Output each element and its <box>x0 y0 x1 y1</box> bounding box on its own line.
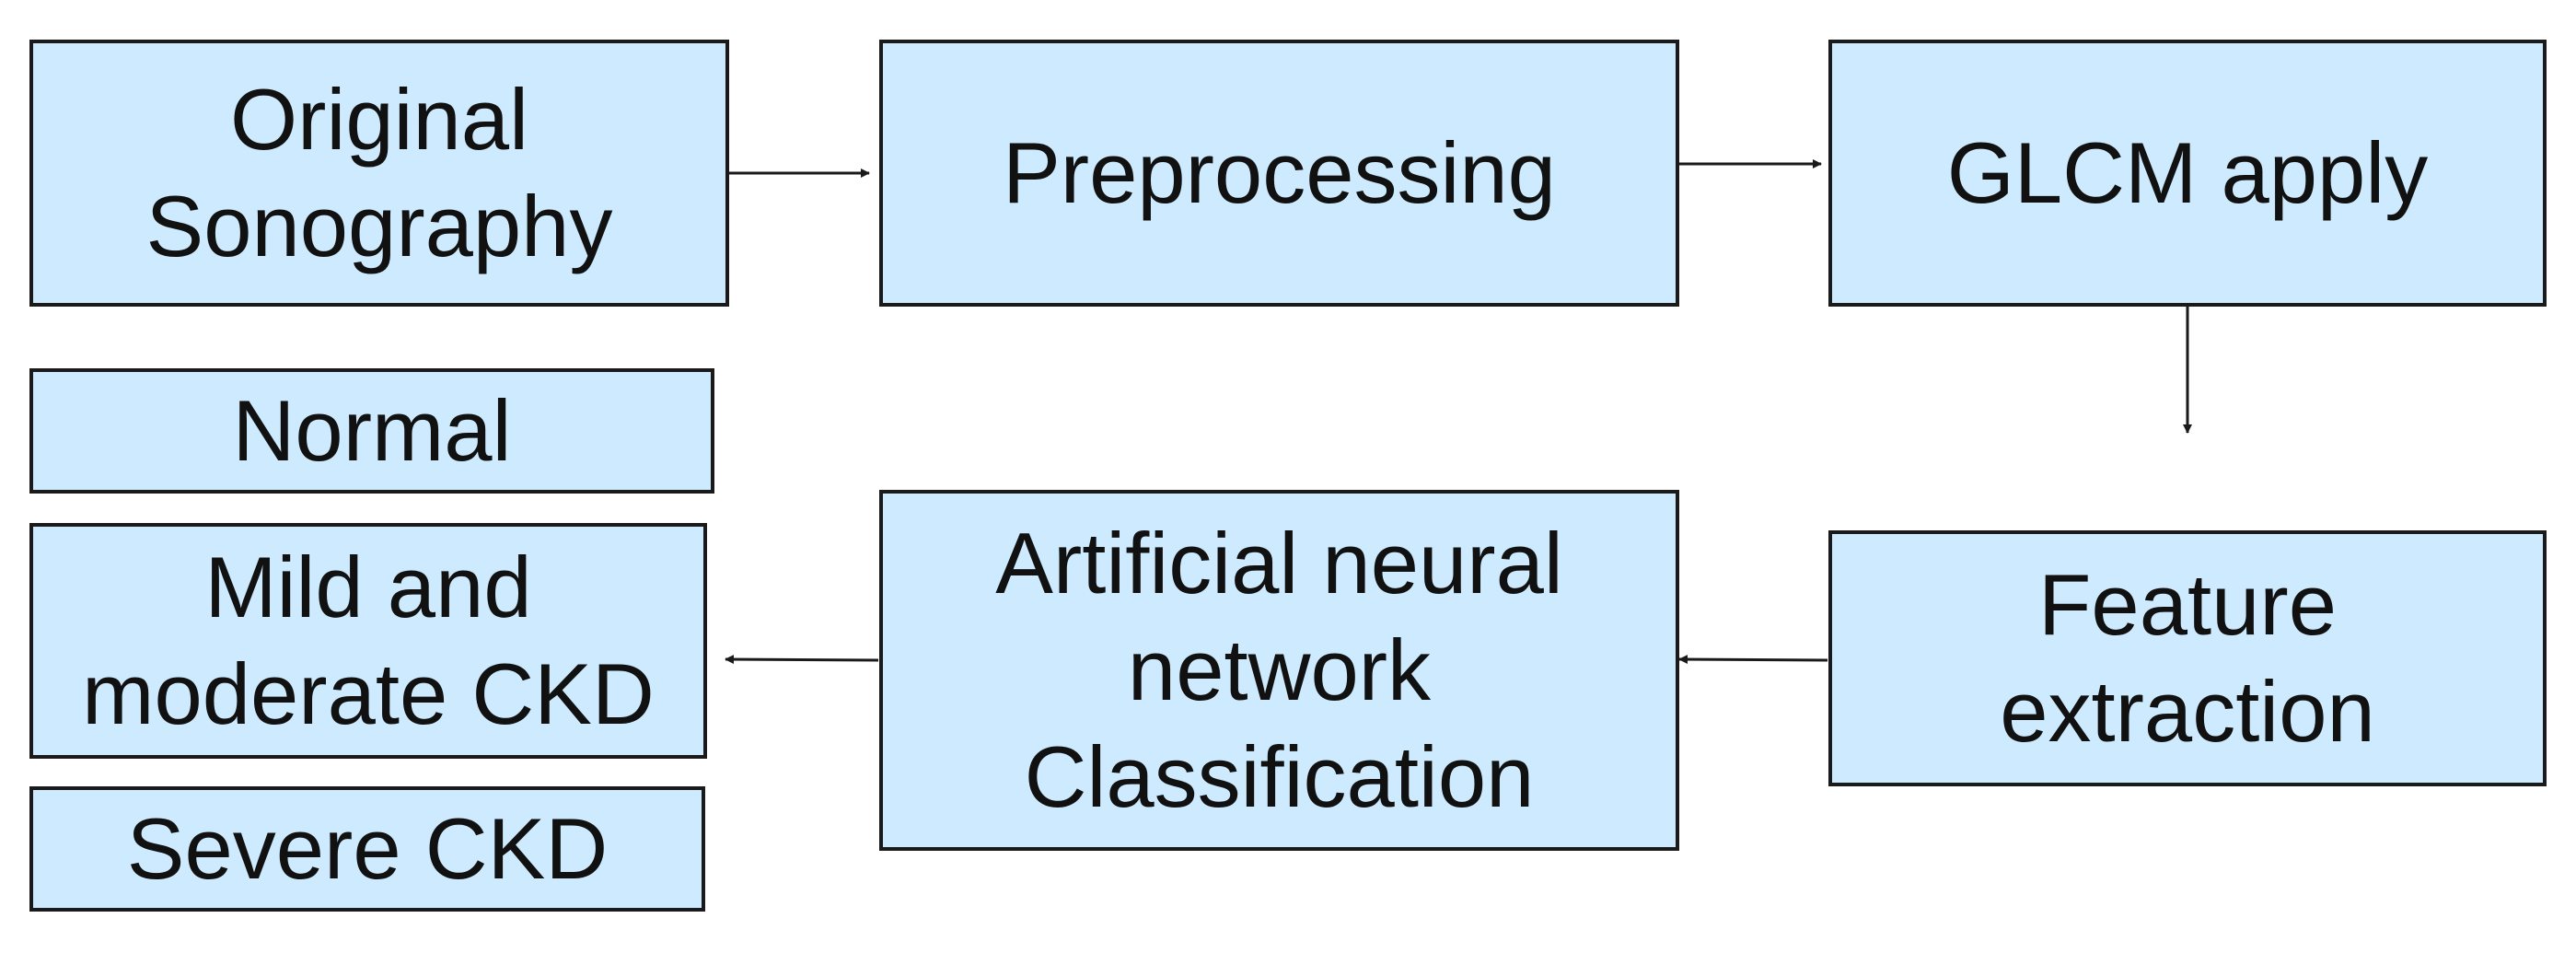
node-label-line: Mild and <box>204 539 532 635</box>
node-glcm-apply: GLCM apply <box>1828 40 2547 307</box>
node-label-line: Preprocessing <box>1003 124 1556 221</box>
node-mild-moderate-ckd: Mild and moderate CKD <box>29 523 707 759</box>
node-label-line: network <box>1127 622 1432 718</box>
node-label-line: Normal <box>232 382 512 479</box>
arrow-feature-to-ann <box>1678 655 1828 665</box>
node-label-line: GLCM apply <box>1946 124 2429 221</box>
node-label-line: Original <box>230 71 528 168</box>
node-label-line: extraction <box>2000 663 2375 760</box>
node-label-line: Feature <box>2038 556 2337 653</box>
node-severe-ckd: Severe CKD <box>29 786 705 912</box>
node-label-line: Artificial neural <box>995 515 1563 611</box>
node-normal: Normal <box>29 368 714 494</box>
node-preprocessing: Preprocessing <box>879 40 1679 307</box>
node-feature-extraction: Feature extraction <box>1828 530 2547 786</box>
arrow-ann-to-mild-moderate <box>725 655 879 665</box>
node-original-sonography: Original Sonography <box>29 40 729 307</box>
node-label-line: Sonography <box>145 178 613 274</box>
node-ann-classification: Artificial neural network Classification <box>879 490 1679 851</box>
node-label-line: Severe CKD <box>126 800 609 897</box>
node-label-line: moderate CKD <box>82 645 655 742</box>
node-label-line: Classification <box>1024 728 1535 825</box>
